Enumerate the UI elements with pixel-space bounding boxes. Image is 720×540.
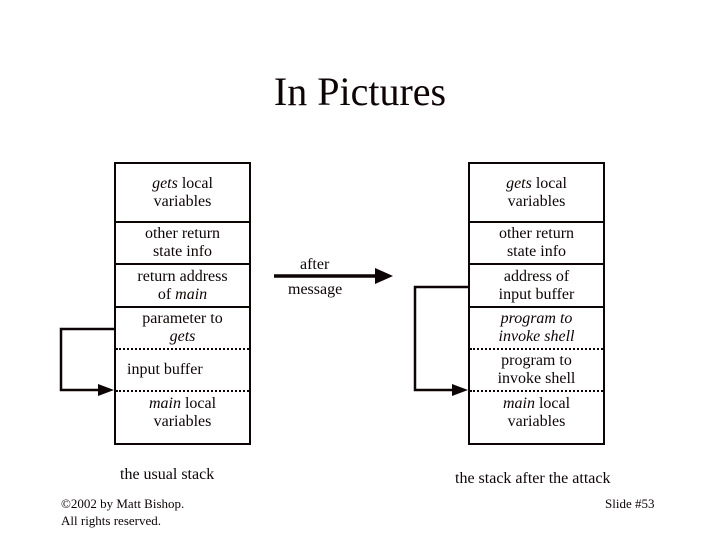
cell-text: local	[531, 174, 567, 192]
cell-text: invoke shell	[497, 370, 576, 387]
stack-divider-dotted	[470, 390, 603, 392]
right-pointer-arrow	[413, 285, 468, 396]
cell-text-italic: gets	[152, 174, 178, 192]
right-pointer-line	[413, 285, 468, 392]
cell-text: variables	[153, 192, 212, 210]
cell-text: variables	[153, 413, 212, 430]
cell-text-italic: gets	[506, 174, 532, 192]
cell-text: other return	[498, 225, 575, 242]
stack-divider	[470, 306, 603, 308]
cell-text: variables	[507, 192, 566, 210]
cell-text: local	[534, 395, 571, 412]
cell-text-italic: main	[175, 285, 208, 303]
attacked-cell-gets-local-variables: gets local variables	[470, 164, 603, 221]
cell-text: state info	[506, 243, 567, 260]
cell-text: local	[177, 174, 213, 192]
attacked-cell-main-local-variables: main local variables	[470, 392, 603, 434]
right-pointer-arrowhead	[452, 384, 468, 396]
attacked-cell-other-return-state-info: other return state info	[470, 223, 603, 263]
cell-text: address of	[503, 267, 570, 285]
stack-divider	[470, 221, 603, 223]
stack-divider	[470, 263, 603, 265]
cell-text: other return	[144, 225, 221, 242]
cell-text: parameter to	[142, 310, 223, 327]
slide-title: In Pictures	[273, 69, 447, 114]
cell-text-italic: gets	[169, 328, 196, 345]
cell-text: return address	[137, 267, 228, 285]
transition-label-bottom: message	[288, 281, 343, 298]
cell-text-italic: invoke shell	[498, 328, 575, 345]
usual-stack-caption: the usual stack	[120, 466, 215, 483]
cell-text: program to	[501, 352, 572, 369]
usual-cell-input-buffer: input buffer	[116, 350, 249, 390]
stack-divider	[116, 221, 249, 223]
cell-text-italic: main	[148, 395, 181, 412]
cell-text: state info	[152, 243, 213, 260]
stack-divider-dotted	[470, 348, 603, 350]
cell-text: variables	[507, 413, 566, 430]
cell-text: input buffer	[498, 285, 575, 303]
usual-cell-other-return-state-info: other return state info	[116, 223, 249, 263]
slide-number: Slide #53	[605, 496, 655, 511]
left-pointer-arrow	[59, 327, 114, 396]
transition-arrowhead	[375, 268, 393, 284]
cell-text: of	[157, 285, 176, 303]
usual-cell-main-local-variables: main local variables	[116, 392, 249, 434]
stack-divider-dotted	[116, 390, 249, 392]
attacked-stack: gets local variables other return state …	[468, 162, 605, 445]
copyright-line-2: All rights reserved.	[61, 513, 162, 528]
cell-text: local	[180, 395, 217, 412]
usual-cell-gets-local-variables: gets local variables	[116, 164, 249, 221]
copyright-line-1: ©2002 by Matt Bishop.	[61, 496, 185, 511]
attacked-cell-program-to-invoke-shell-italic: program to invoke shell	[470, 308, 603, 348]
usual-cell-return-address-of-main: return address of main	[116, 265, 249, 306]
cell-text: input buffer	[127, 361, 203, 378]
attacked-stack-caption: the stack after the attack	[455, 470, 611, 487]
cell-text-italic: program to	[500, 310, 573, 327]
usual-stack: gets local variables other return state …	[114, 162, 251, 445]
attacked-cell-address-of-input-buffer: address of input buffer	[470, 265, 603, 306]
transition-label-top: after	[300, 256, 330, 273]
stack-divider-dotted	[116, 348, 249, 350]
attacked-cell-program-to-invoke-shell: program to invoke shell	[470, 350, 603, 390]
left-pointer-line	[59, 327, 114, 392]
usual-cell-parameter-to-gets: parameter to gets	[116, 308, 249, 348]
stack-divider	[116, 306, 249, 308]
cell-text-italic: main	[502, 395, 535, 412]
left-pointer-arrowhead	[98, 384, 114, 396]
stack-divider	[116, 263, 249, 265]
